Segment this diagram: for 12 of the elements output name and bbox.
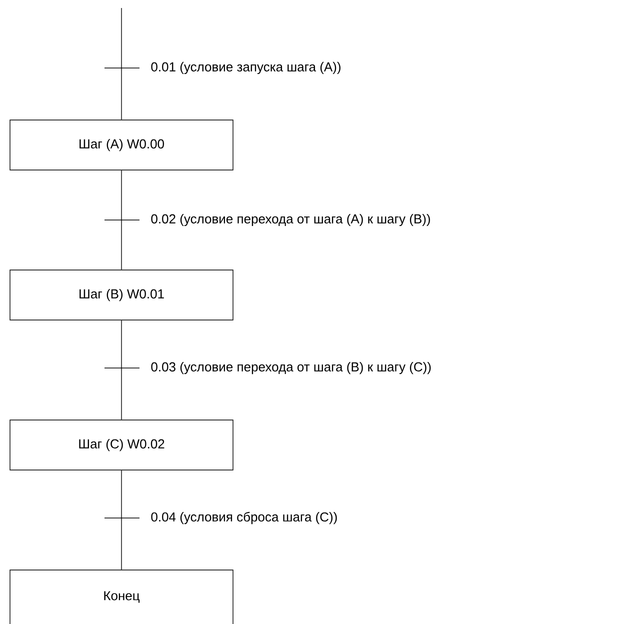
edge-label: 0.03 (условие перехода от шага (B) к шагу (C)) xyxy=(151,362,431,374)
connector-line xyxy=(121,470,122,570)
step-box: Шаг (B) W0.01 xyxy=(10,270,234,320)
edge-label: 0.02 (условие перехода от шага (A) к шагу (B)) xyxy=(151,214,430,226)
edge-label: 0.04 (условия сброса шага (C)) xyxy=(151,512,337,524)
step-box: Конец xyxy=(10,570,234,624)
connector-line xyxy=(121,170,122,270)
edge-label: 0.01 (условие запуска шага (A)) xyxy=(151,62,340,74)
step-box: Шаг (A) W0.00 xyxy=(10,120,234,170)
connector-line xyxy=(121,8,122,120)
connector-line xyxy=(121,320,122,420)
step-box: Шаг (C) W0.02 xyxy=(10,420,234,470)
